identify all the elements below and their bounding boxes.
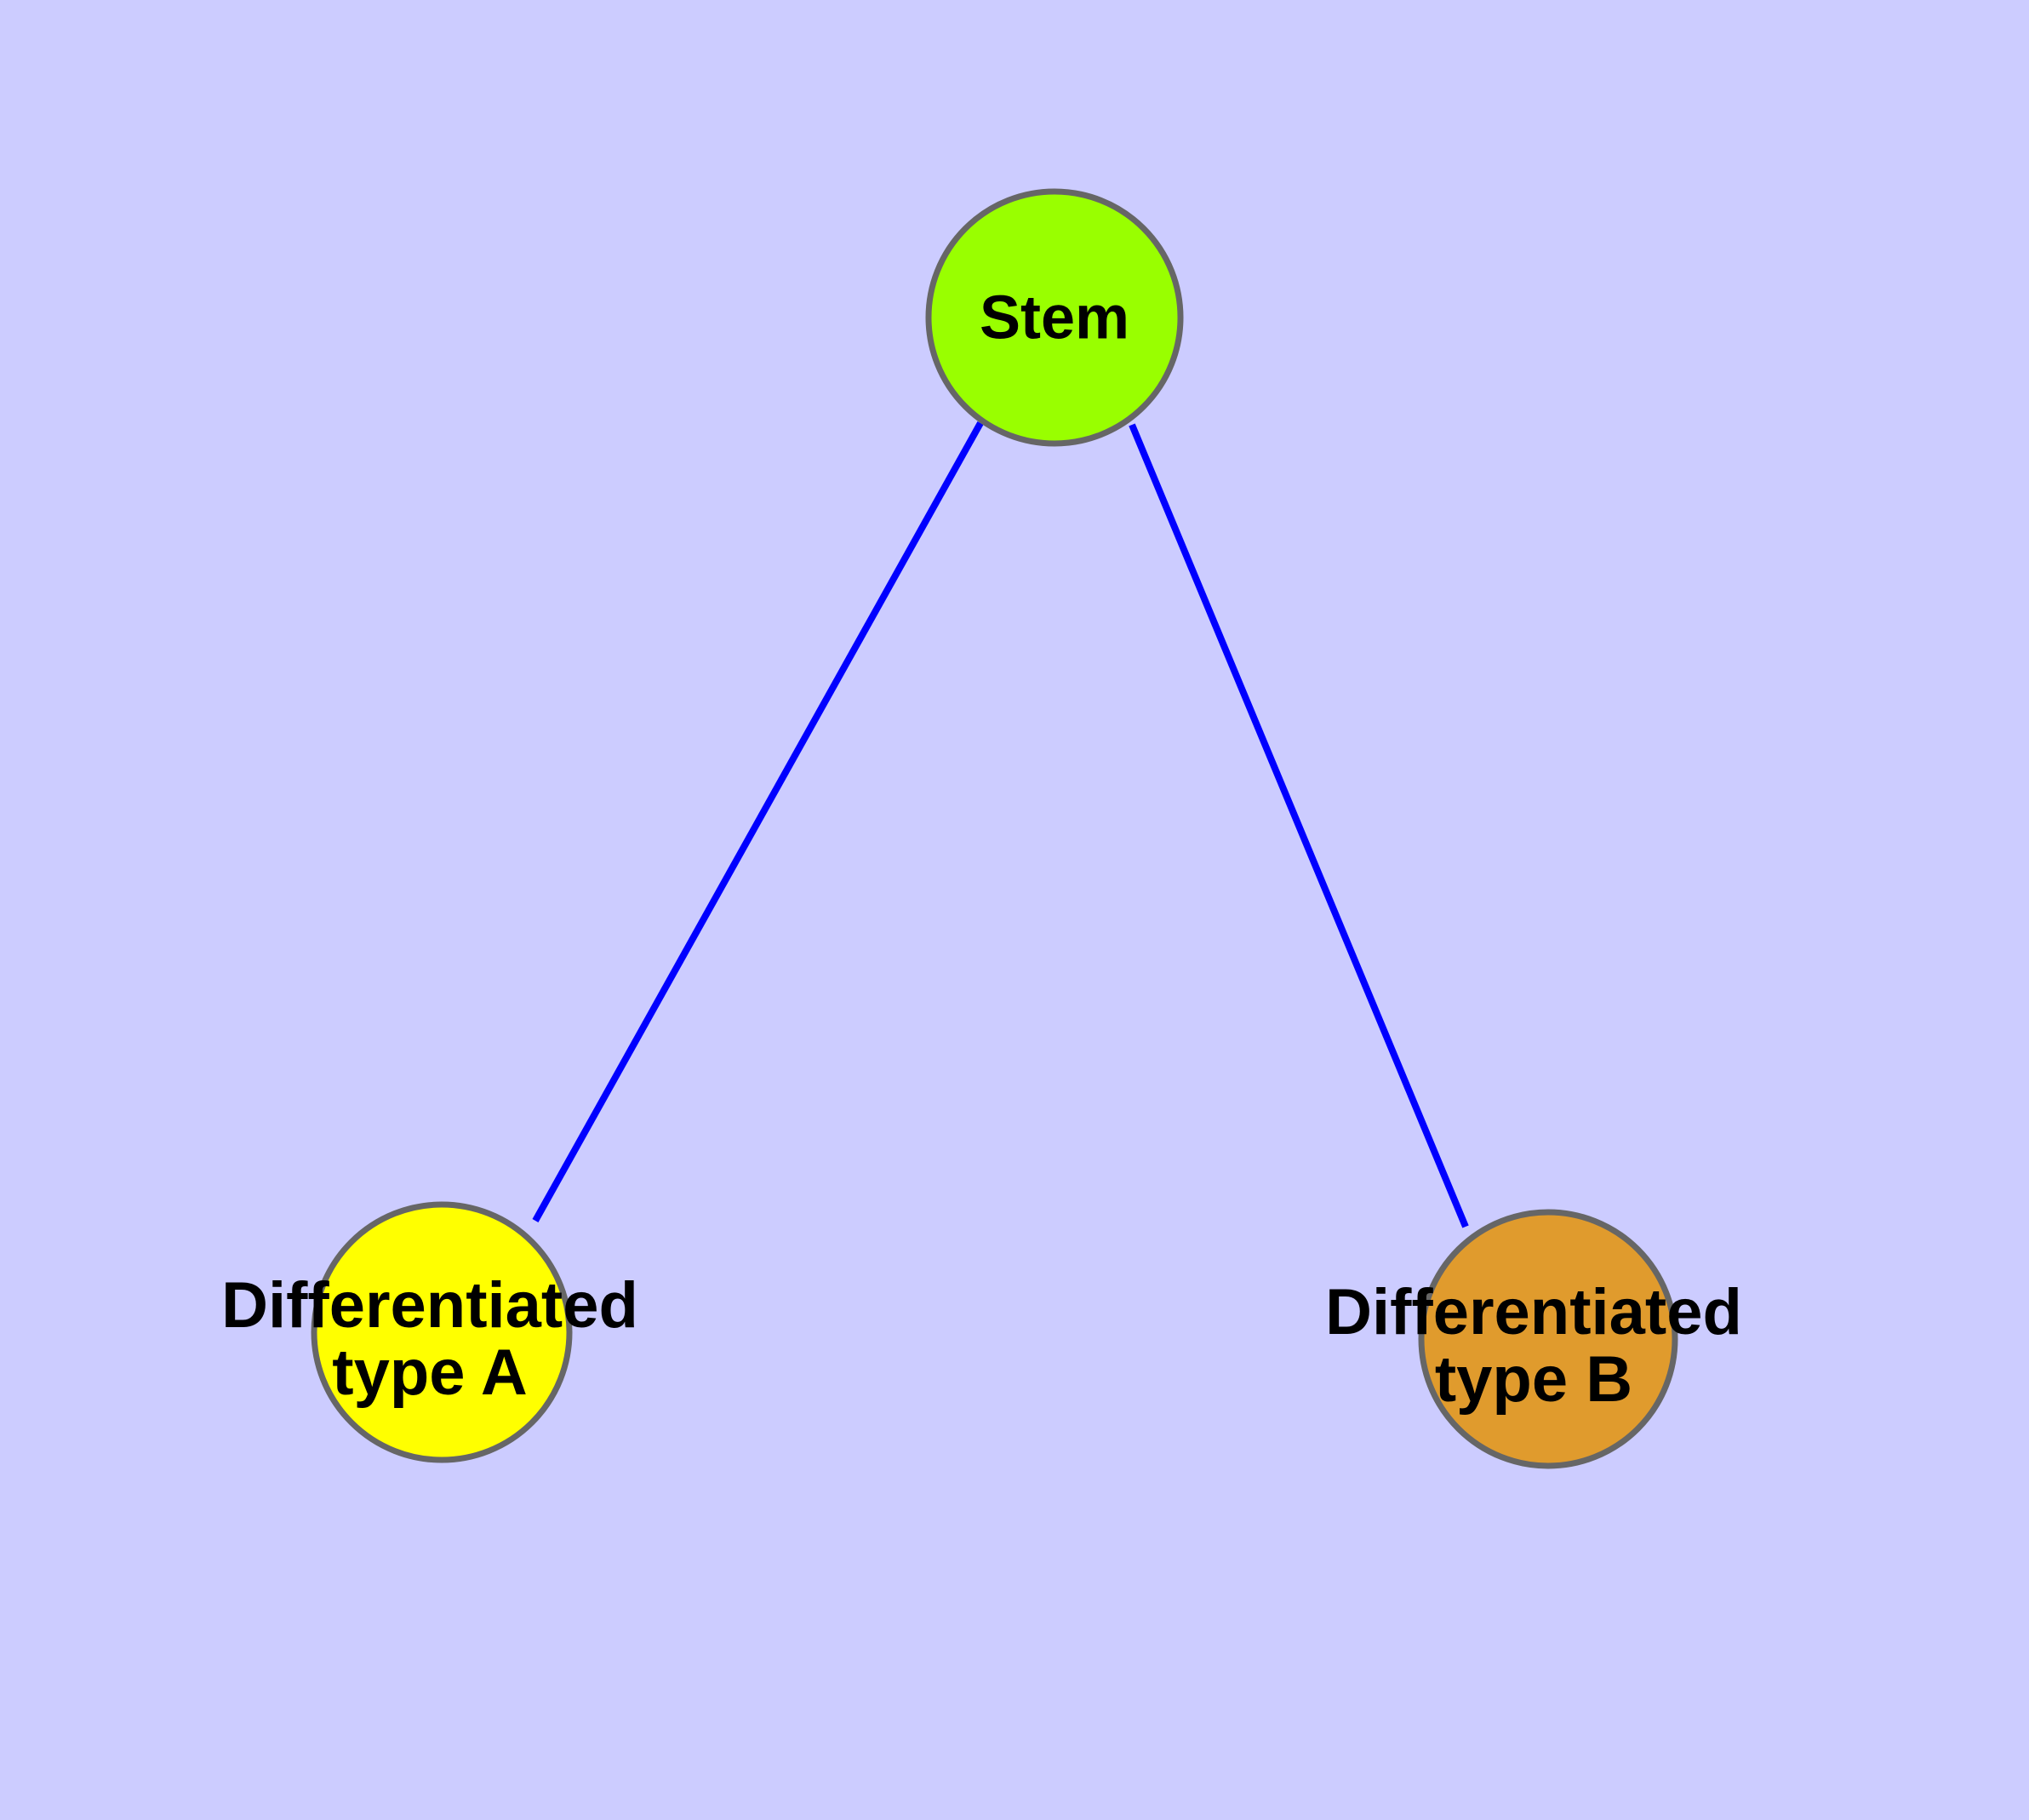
node-layer: [311, 188, 1678, 1469]
node-type-b[interactable]: [1418, 1209, 1678, 1469]
edge-layer: [532, 421, 1469, 1228]
node-stem[interactable]: [925, 188, 1184, 447]
node-type-a[interactable]: [311, 1201, 573, 1463]
edge-stem-to-type-a[interactable]: [532, 421, 984, 1222]
edge-stem-to-type-b[interactable]: [1129, 423, 1469, 1228]
